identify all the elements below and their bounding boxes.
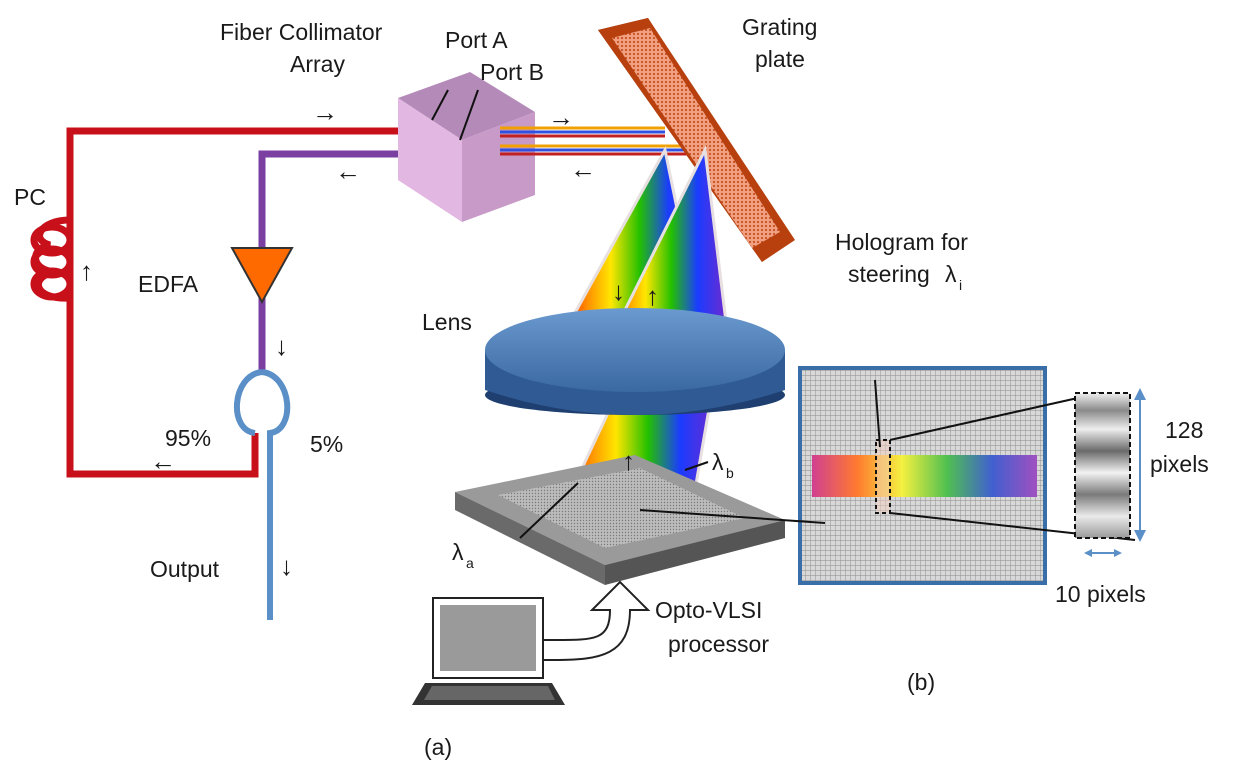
arrow-up-lower-beam: ↑ xyxy=(622,446,635,476)
hologram-panel xyxy=(798,366,1146,585)
opto-vlsi-chip xyxy=(455,455,785,585)
grating-label-line2: plate xyxy=(755,46,805,72)
lens xyxy=(485,308,785,415)
arrow-left-return: ← xyxy=(335,156,361,186)
dispersed-beams xyxy=(557,144,732,518)
lambda-a-label: λ a xyxy=(452,539,474,571)
fiber-loop xyxy=(30,127,445,620)
port-b-label: Port B xyxy=(480,59,544,85)
lambda-b-label: λ b xyxy=(712,449,734,481)
arrow-down-beam: ↓ xyxy=(612,276,625,306)
coupler-5-label: 5% xyxy=(310,431,343,457)
arrow-right-input: → xyxy=(312,97,338,127)
arrow-down-edfa: ↓ xyxy=(275,331,288,361)
hologram-label-line2: steering λ i xyxy=(848,261,962,293)
pixels-10-label: 10 pixels xyxy=(1055,581,1146,607)
pc-coils xyxy=(30,223,74,301)
blue-output-fiber xyxy=(233,369,291,620)
pointer-lines xyxy=(431,89,881,539)
svg-text:b: b xyxy=(726,465,734,481)
hologram-zoom xyxy=(1074,392,1131,539)
pc-label: PC xyxy=(14,184,46,210)
grating-plate xyxy=(598,18,795,262)
pixels-128-label-line1: 128 xyxy=(1165,417,1203,443)
edfa-triangle xyxy=(230,247,294,305)
lens-label: Lens xyxy=(422,309,472,335)
red-fiber xyxy=(66,127,430,478)
arrow-down-output: ↓ xyxy=(280,551,293,581)
beam-bundles xyxy=(500,126,705,156)
pixels-128-label-line2: pixels xyxy=(1150,451,1209,477)
opto-vlsi-label-line1: Opto-VLSI xyxy=(655,597,762,623)
port-a-label: Port A xyxy=(445,27,508,53)
arrow-up-beam: ↑ xyxy=(646,281,659,311)
caption-a: (a) xyxy=(424,734,452,760)
svg-text:steering: steering xyxy=(848,261,930,287)
svg-text:i: i xyxy=(959,277,962,293)
arrow-up-loop: ↑ xyxy=(80,256,93,286)
fiber-collimator-array xyxy=(398,72,535,222)
output-label: Output xyxy=(150,556,220,582)
coupler-95-label: 95% xyxy=(165,425,211,451)
svg-text:a: a xyxy=(466,555,474,571)
control-arrow xyxy=(542,580,651,661)
arrow-right-to-grating: → xyxy=(548,102,574,132)
caption-b: (b) xyxy=(907,669,935,695)
svg-text:λ: λ xyxy=(712,449,724,475)
grating-label-line1: Grating xyxy=(742,14,817,40)
fiber-collimator-label-line2: Array xyxy=(290,51,345,77)
laptop-icon xyxy=(412,597,565,705)
svg-text:λ: λ xyxy=(945,261,957,287)
edfa-label: EDFA xyxy=(138,271,199,297)
fiber-collimator-label-line1: Fiber Collimator xyxy=(220,19,383,45)
hologram-label-line1: Hologram for xyxy=(835,229,968,255)
opto-vlsi-label-line2: processor xyxy=(668,631,769,657)
svg-text:λ: λ xyxy=(452,539,464,565)
arrow-left-from-grating: ← xyxy=(570,154,596,184)
arrow-left-95: ← xyxy=(150,446,176,476)
hologram-window xyxy=(875,439,891,514)
